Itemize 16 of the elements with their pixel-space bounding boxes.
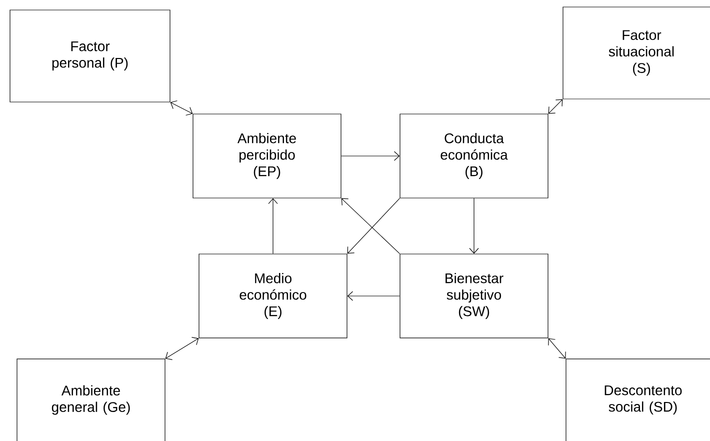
arrow — [341, 151, 400, 161]
factor-box: Medio económico (E) — [198, 254, 348, 338]
arrow — [165, 336, 199, 360]
arrow — [347, 291, 400, 301]
arrow — [548, 99, 563, 114]
factor-box: Ambiente general (Ge) — [16, 358, 166, 441]
arrow — [170, 100, 193, 116]
factor-box: Bienestar subjetivo (SW) — [400, 254, 548, 338]
factor-box: Factor personal (P) — [10, 10, 170, 102]
factor-box: Ambiente percibido (EP) — [192, 114, 342, 198]
factor-box: Conducta económica (B) — [400, 114, 548, 198]
arrow — [469, 198, 479, 254]
arrow — [268, 198, 278, 254]
arrow — [548, 338, 566, 359]
factor-box: Descontento social (SD) — [566, 358, 710, 441]
factor-box: Factor situacional (S) — [562, 6, 710, 100]
